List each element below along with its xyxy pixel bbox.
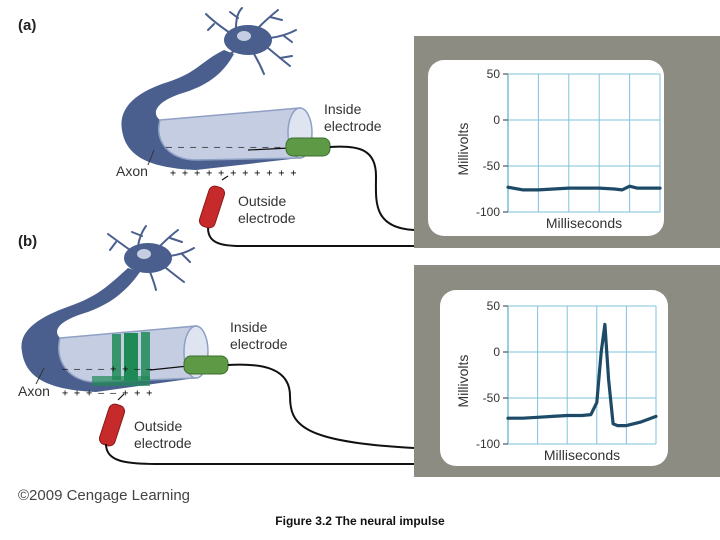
- x-axis-title: Milliseconds: [544, 447, 620, 463]
- panel-b: (b) – – – – + + – – + + + – – + + +: [18, 225, 415, 465]
- inside-electrode-label-b-line2: electrode: [230, 336, 288, 352]
- inside-electrode-label-a-line1: Inside: [324, 101, 362, 117]
- outside-electrode-probe-b: [98, 403, 126, 447]
- y-tick-label: -50: [483, 391, 501, 405]
- action-potential-bands: [92, 332, 150, 386]
- inside-wire-a: [329, 145, 415, 231]
- y-tick-label: 0: [493, 113, 500, 127]
- y-axis-title: Millivolts: [455, 355, 471, 408]
- outside-electrode-label-a-line1: Outside: [238, 193, 286, 209]
- inside-electrode-label-b-line1: Inside: [230, 319, 268, 335]
- inside-electrode-label-a-line2: electrode: [324, 118, 382, 134]
- y-tick-label: -50: [483, 159, 501, 173]
- monitor-screen-0: [428, 60, 664, 236]
- y-axis-title: Millivolts: [455, 123, 471, 176]
- copyright-notice: ©2009 Cengage Learning: [18, 487, 191, 504]
- inside-electrode-probe-b: [183, 355, 229, 375]
- svg-text:– – – – + + – –: – – – – + + – –: [62, 364, 153, 375]
- x-axis-title: Milliseconds: [546, 215, 622, 231]
- outside-electrode-probe-a: [198, 185, 226, 229]
- outside-electrode-label-a-line2: electrode: [238, 210, 296, 226]
- axon-label-b: Axon: [18, 383, 50, 399]
- monitor-screen-1: [440, 290, 668, 466]
- membrane-charges-a: – – – – – – – – – – – + + + + + + + + + …: [166, 142, 296, 179]
- axon-interior-a: [158, 107, 301, 161]
- y-tick-label: -100: [476, 437, 500, 451]
- y-tick-label: -100: [476, 205, 500, 219]
- inside-electrode-probe-a: [285, 137, 331, 157]
- y-tick-label: 50: [487, 299, 501, 313]
- y-tick-label: 50: [487, 67, 501, 81]
- neuron-cell-body-b: [107, 225, 195, 291]
- axon-label-a: Axon: [116, 163, 148, 179]
- outside-wire-a: [207, 227, 414, 248]
- outside-electrode-label-b-line1: Outside: [134, 418, 182, 434]
- svg-text:+ + + – – + + +: + + + – – + + +: [62, 388, 152, 399]
- outside-electrode-label-b-line2: electrode: [134, 435, 192, 451]
- panel-a: (a) – – – – – – – – – – – + + + + + + + …: [18, 7, 415, 248]
- neuron-cell-body-a: [205, 7, 297, 75]
- membrane-charges-b: – – – – + + – – + + + – – + + +: [62, 364, 153, 399]
- panel-label-a: (a): [18, 17, 36, 34]
- membrane-potential-trace: [506, 184, 662, 192]
- figure-caption: Figure 3.2 The neural impulse: [275, 514, 445, 528]
- y-tick-label: 0: [493, 345, 500, 359]
- svg-text:+ + + + + + + + + + +: + + + + + + + + + + +: [170, 168, 296, 179]
- outside-wire-b: [105, 443, 414, 465]
- inside-wire-b: [227, 363, 415, 449]
- panel-label-b: (b): [18, 233, 37, 250]
- inside-electrode-tip-a: [247, 147, 291, 151]
- svg-text:– – – – – – – – – – –: – – – – – – – – – – –: [166, 142, 293, 153]
- membrane-potential-trace: [506, 322, 658, 428]
